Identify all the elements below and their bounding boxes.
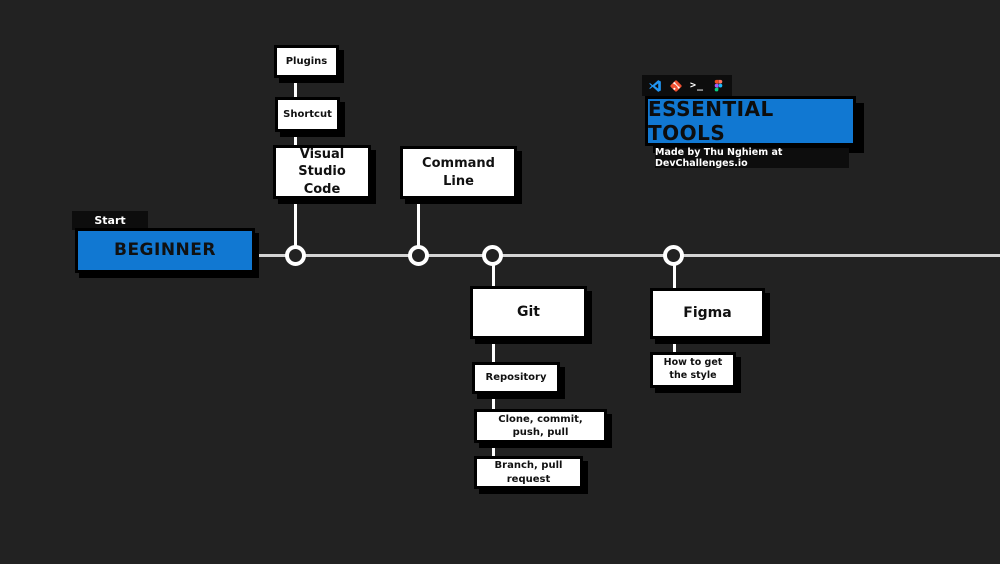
branch-pull-label: Branch, pull request	[494, 460, 563, 485]
essential-tools-title-box: ESSENTIAL TOOLS	[645, 96, 856, 146]
howto-style-node: How to get the style	[650, 352, 736, 388]
vscode-icon	[648, 79, 662, 93]
connector-timeline-git	[492, 264, 495, 287]
start-tab: Start	[72, 211, 148, 230]
terminal-icon: >_	[689, 80, 705, 91]
connector-shortcut-vscode	[294, 131, 297, 146]
start-tab-label: Start	[94, 214, 126, 227]
clone-commit-label: Clone, commit, push, pull	[498, 413, 583, 439]
timeline-node-figma	[663, 245, 684, 266]
page-title: ESSENTIAL TOOLS	[648, 97, 774, 145]
credit-strip: Made by Thu Nghiem at DevChallenges.io	[655, 147, 849, 169]
header-icons-tab: >_	[642, 75, 732, 96]
branch-pull-node: Branch, pull request	[474, 456, 583, 489]
repository-label: Repository	[485, 372, 547, 384]
connector-repository-clone	[492, 393, 495, 410]
timeline-line	[258, 254, 1000, 257]
howto-style-label: How to get the style	[663, 357, 723, 381]
connector-commandline-timeline	[417, 198, 420, 246]
timeline-node-commandline	[408, 245, 429, 266]
plugins-node: Plugins	[274, 45, 339, 78]
shortcut-label: Shortcut	[283, 108, 332, 120]
timeline-node-vscode	[285, 245, 306, 266]
timeline-node-git	[482, 245, 503, 266]
command-line-node: Command Line	[400, 146, 517, 199]
vscode-node: Visual Studio Code	[273, 145, 371, 199]
connector-git-repository	[492, 338, 495, 363]
figma-label: Figma	[683, 305, 732, 322]
beginner-node: BEGINNER	[75, 228, 255, 273]
clone-commit-node: Clone, commit, push, pull	[474, 409, 607, 443]
figma-node: Figma	[650, 288, 765, 339]
repository-node: Repository	[472, 362, 560, 394]
credit-text: Made by Thu Nghiem at DevChallenges.io	[655, 147, 783, 169]
connector-vscode-timeline	[294, 198, 297, 246]
figma-icon	[711, 79, 725, 93]
command-line-label: Command Line	[422, 155, 495, 189]
beginner-label: BEGINNER	[113, 240, 216, 261]
connector-plugins-shortcut	[294, 77, 297, 97]
git-node: Git	[470, 286, 587, 339]
shortcut-node: Shortcut	[275, 97, 340, 132]
plugins-label: Plugins	[285, 55, 328, 67]
connector-timeline-figma	[673, 264, 676, 289]
connector-figma-howto	[673, 338, 676, 353]
git-label: Git	[517, 304, 540, 321]
connector-clone-branch	[492, 441, 495, 458]
git-icon	[669, 79, 683, 93]
vscode-label: Visual Studio Code	[298, 146, 346, 197]
